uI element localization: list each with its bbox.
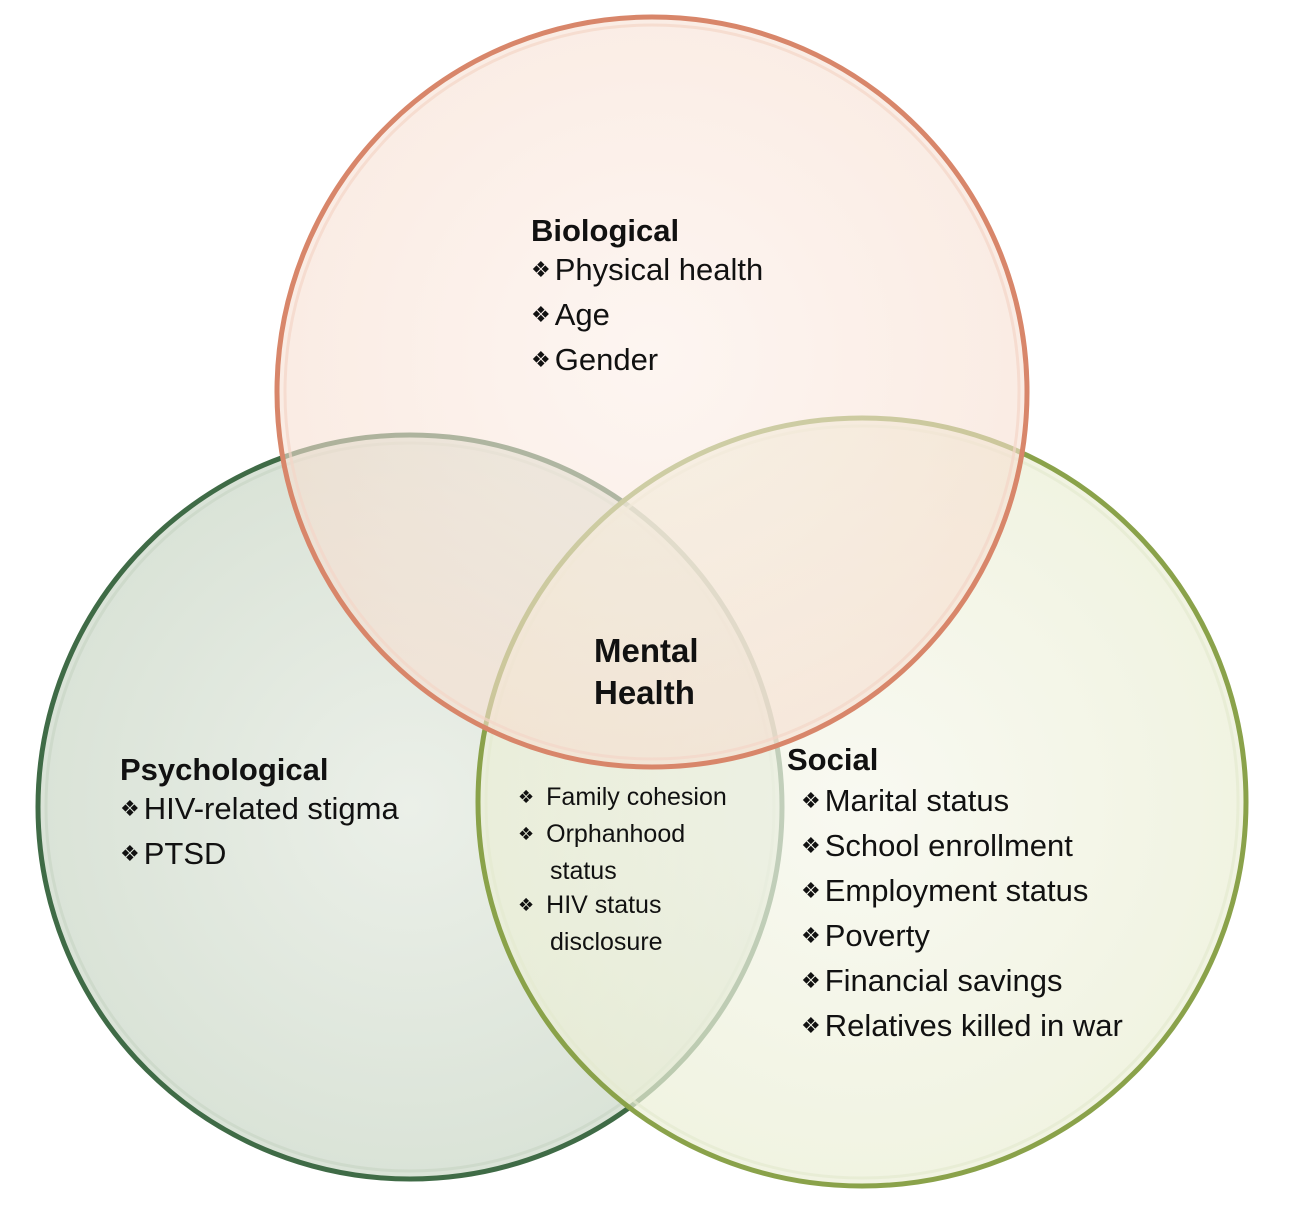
- center-line-2: Health: [594, 674, 695, 711]
- social-item: Poverty: [801, 915, 1123, 960]
- center-label: Mental Health: [594, 630, 699, 714]
- biological-list: Physical health Age Gender: [531, 249, 764, 384]
- psychological-item: HIV-related stigma: [120, 788, 399, 833]
- overlap-item: HIV status disclosure: [518, 888, 730, 959]
- social-item: Employment status: [801, 870, 1123, 915]
- biological-heading: Biological: [531, 213, 680, 248]
- center-line-1: Mental: [594, 632, 699, 669]
- social-item: Relatives killed in war: [801, 1005, 1123, 1050]
- overlap-item: Family cohesion: [518, 780, 800, 817]
- psychological-list: HIV-related stigma PTSD: [120, 788, 399, 878]
- biological-item: Age: [531, 294, 763, 339]
- biological-item: Physical health: [531, 249, 764, 294]
- biological-circle: [274, 14, 1030, 770]
- social-item: School enrollment: [801, 825, 1123, 870]
- overlap-item: Orphanhood status: [518, 817, 730, 888]
- psychological-item: PTSD: [120, 833, 399, 878]
- social-list: Marital status School enrollment Employm…: [801, 780, 1123, 1050]
- overlap-group: Family cohesion Orphanhood status HIV st…: [518, 780, 800, 959]
- social-item: Marital status: [801, 780, 1123, 825]
- social-item: Financial savings: [801, 960, 1123, 1005]
- social-group: Marital status School enrollment Employm…: [801, 780, 1123, 1050]
- psychological-heading: Psychological: [120, 752, 329, 787]
- biological-group: Biological Physical health Age Gender: [531, 213, 763, 384]
- overlap-list: Family cohesion Orphanhood status HIV st…: [518, 780, 800, 959]
- biological-item: Gender: [531, 339, 763, 384]
- psychological-group: Psychological HIV-related stigma PTSD: [120, 752, 399, 878]
- social-heading: Social: [787, 742, 879, 777]
